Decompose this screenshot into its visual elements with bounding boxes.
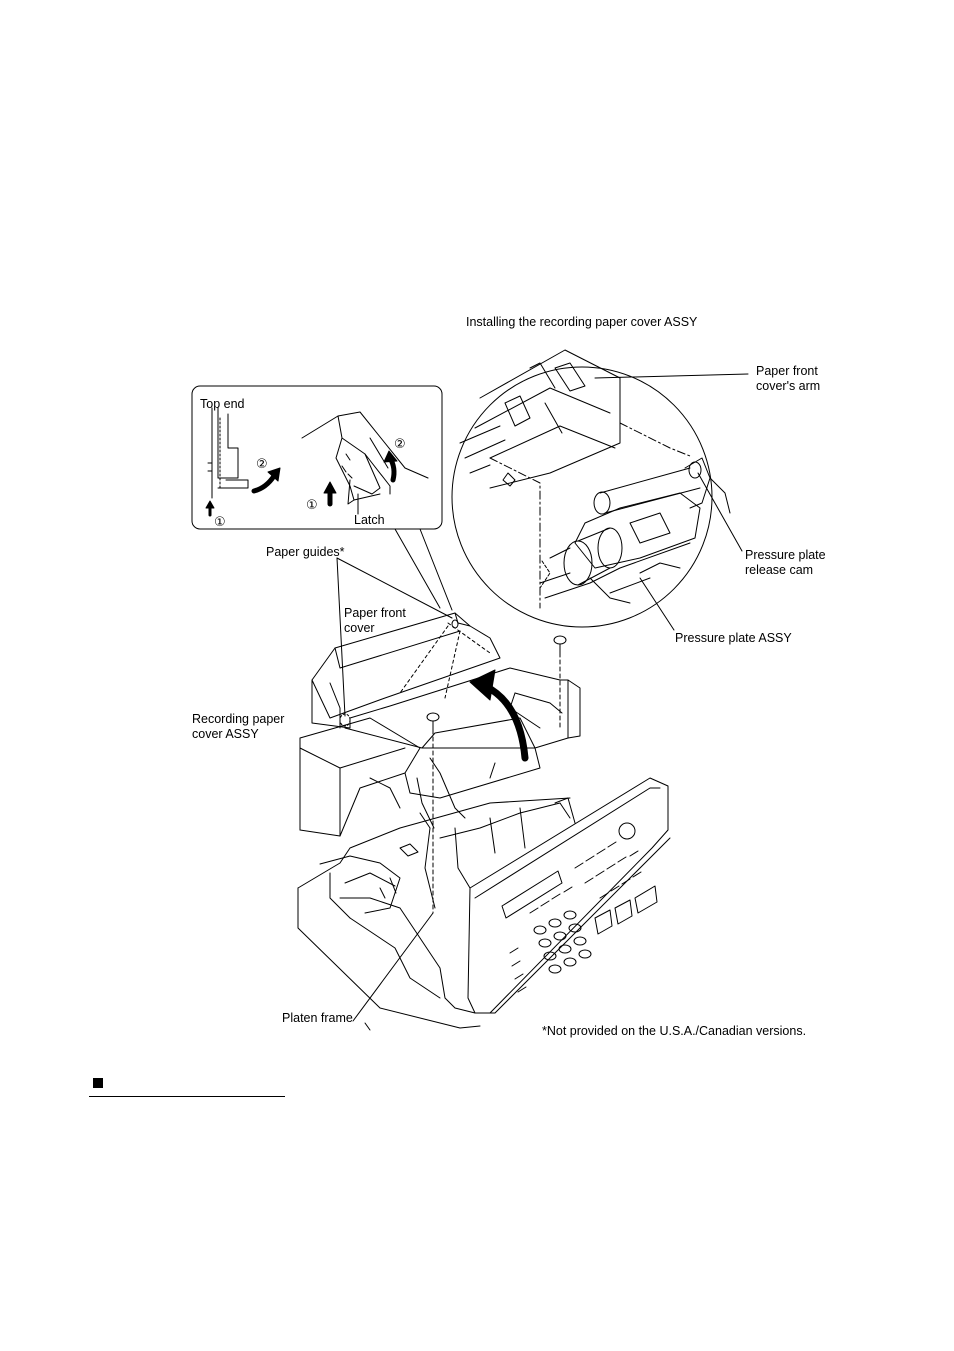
screw-left	[426, 712, 440, 914]
label-platen-frame: Platen frame	[282, 1011, 353, 1025]
label-recording-paper-cover-line2: cover ASSY	[192, 727, 259, 741]
label-paper-front-cover-line2: cover	[344, 621, 375, 635]
section-heading-rule	[89, 1096, 285, 1097]
rotation-arrow	[469, 669, 529, 762]
detail-inset-box	[191, 385, 443, 530]
label-paper-front-cover-line1: Paper front	[344, 606, 406, 620]
label-latch: Latch	[354, 513, 385, 527]
step-1-marker-left: ①	[214, 515, 226, 530]
label-pressure-plate-release-cam-line2: release cam	[745, 563, 813, 577]
machine-base	[297, 797, 576, 1031]
step-2-marker-left: ②	[256, 457, 268, 472]
label-paper-front-covers-arm-line1: Paper front	[756, 364, 818, 378]
inset-callout-line	[394, 528, 441, 609]
label-paper-guides: Paper guides*	[266, 545, 345, 559]
label-pressure-plate-assy: Pressure plate ASSY	[675, 631, 792, 645]
step-1-marker-right: ①	[306, 498, 318, 513]
screw-right	[553, 635, 567, 729]
step-2-marker-right: ②	[394, 437, 406, 452]
label-paper-front-covers-arm-line2: cover's arm	[756, 379, 820, 393]
circular-detail-inset	[451, 349, 731, 628]
label-top-end: Top end	[200, 397, 245, 411]
recording-paper-cover-assy	[299, 667, 581, 837]
footnote: *Not provided on the U.S.A./Canadian ver…	[542, 1024, 806, 1038]
label-pressure-plate-release-cam-line1: Pressure plate	[745, 548, 826, 562]
control-panel	[467, 777, 671, 1014]
inset-title: Installing the recording paper cover ASS…	[466, 315, 698, 329]
label-recording-paper-cover-line1: Recording paper	[192, 712, 284, 726]
section-bullet	[93, 1078, 103, 1088]
paper-front-cover	[311, 612, 501, 729]
exploded-assembly-diagram: Installing the recording paper cover ASS…	[191, 315, 826, 1038]
